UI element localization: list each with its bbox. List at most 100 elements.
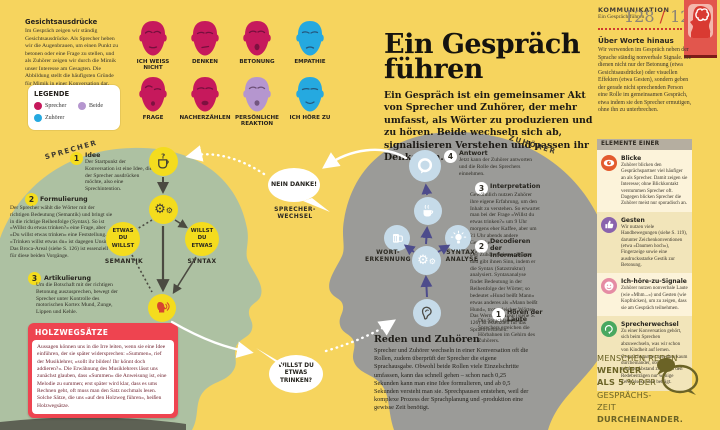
fact-block: MENSCHEN REDEN WENIGER ALS 5 % DER GESPR… — [597, 353, 684, 425]
face-icon — [190, 20, 220, 57]
thumbs-up-icon — [601, 216, 617, 233]
holzweg-box: HOLZWEGSÄTZE Aussagen können uns in die … — [28, 323, 178, 418]
listener-step-interpretation-heading: Interpretation — [490, 183, 541, 190]
listener-color-dot — [34, 114, 42, 122]
title-block: Ein Gespräch führen Ein Gespräch ist ein… — [384, 29, 596, 164]
listener-step-hoeren-body: Die Sprachlaute des Sprechers erreichen … — [478, 318, 535, 345]
beyond-words-block: Über Worte hinaus Wir verwenden im Gespr… — [598, 36, 692, 115]
element-blicke: Blicke Zuhörer blicken den Gesprächspart… — [597, 150, 692, 212]
listener-step-hoeren-heading: Hören der Laute — [507, 309, 543, 323]
legend-item-sprecher: Sprecher — [34, 102, 78, 110]
speech-bubble-icon — [417, 158, 433, 174]
listening-face-icon — [601, 278, 617, 295]
facial-expressions-heading: Gesichtsausdrücke — [25, 18, 98, 26]
face-frage: FRAGE — [127, 76, 179, 121]
face-nacherzaehlen: NACHERZÄHLEN — [179, 76, 231, 121]
chapter-tab — [684, 0, 717, 58]
breadcrumb: KOMMUNIKATION Ein Gespräch führen — [598, 6, 683, 20]
element-gesten: Gesten Wir nutzen viele Handbewegungen (… — [597, 211, 692, 274]
legend-heading: LEGENDE — [34, 90, 70, 98]
face-icon — [242, 20, 272, 57]
facial-expressions-block: Gesichtsausdrücke Im Gespräch zeigen wir… — [25, 18, 121, 88]
page-title-line1: Ein Gespräch — [384, 29, 580, 60]
face-betonung: BETONUNG — [231, 20, 283, 65]
formulation-circle: ⚙⚙ — [149, 195, 178, 224]
eye-icon — [601, 155, 617, 171]
step-badge-3: 3 — [28, 272, 41, 285]
elements-header: ELEMENTE EINER KONVERSATION — [597, 139, 692, 158]
talk-heading: Reden und Zuhören — [374, 334, 480, 345]
speaker-step-formulierung-heading: Formulierung — [40, 196, 88, 203]
step-badge-2b: 2 — [475, 240, 488, 253]
elements-panel: Blicke Zuhörer blicken den Gesprächspart… — [597, 150, 692, 391]
step-badge-3b: 3 — [475, 182, 488, 195]
element-ich-hoere-zu: Ich-höre-zu-Signale Zuhörer nutzen nonve… — [597, 273, 692, 317]
word-recognition-circle — [384, 225, 410, 251]
syntax-analysis-circle — [445, 225, 471, 251]
idea-circle: ? — [149, 147, 178, 176]
legend-label: Beide — [89, 103, 103, 109]
page-title-line2: führen — [384, 54, 483, 85]
face-icon — [138, 20, 168, 57]
red-dotted-rule — [598, 26, 682, 30]
face-icon — [295, 20, 325, 57]
facial-expressions-body: Im Gespräch zeigen wir ständig Gesichtsa… — [25, 28, 119, 87]
legend-label: Sprecher — [45, 103, 67, 109]
beyond-words-body: Wir verwenden im Gespräch neben der Spra… — [598, 47, 692, 114]
beer-mug-icon — [393, 234, 403, 243]
articulation-circle — [148, 294, 176, 322]
legend-item-zuhoerer: Zuhörer — [34, 114, 78, 122]
nein-danke-bubble: NEIN DANKE! — [268, 168, 320, 202]
face-icon — [138, 76, 168, 113]
speaker-step-artikulierung: Artikulierung Um die Botschaft mit der r… — [36, 275, 118, 316]
talk-body: Sprecher und Zuhörer wechseln in einer K… — [374, 347, 529, 412]
speaker-color-dot — [34, 102, 42, 110]
face-icon — [242, 76, 272, 113]
willst-du-bubble: WILLST DU ETWAS TRINKEN? — [269, 355, 323, 393]
cycle-arrows-icon — [601, 321, 617, 338]
holzweg-body: Aussagen können uns in die Irre leiten, … — [32, 340, 174, 414]
speaking-head-icon — [157, 302, 170, 313]
brain-head-icon — [688, 4, 713, 38]
subsection-label: Ein Gespräch führen — [598, 14, 645, 20]
semantik-label: SEMANTIK — [104, 258, 144, 265]
face-icon — [295, 76, 325, 113]
listener-head-silhouette — [329, 132, 616, 430]
step-badge-2: 2 — [25, 193, 38, 206]
sprecherwechsel-label: SPRECHER-WECHSEL — [274, 206, 316, 220]
ear-icon — [421, 306, 432, 320]
answer-circle — [409, 150, 441, 182]
listener-step-decodieren-heading: Decodieren der Information — [490, 238, 532, 259]
bottom-left-shadow — [0, 417, 186, 430]
word-recognition-label: WORT-ERKENNUNG — [365, 249, 411, 263]
listener-step-antwort: Antwort Jetzt kann der Zuhörer antworten… — [459, 150, 532, 177]
step-badge-1: 1 — [70, 152, 83, 165]
element-sprecherwechsel: Sprecherwechsel Zu einer Konversation ge… — [597, 316, 692, 391]
idea-cup-icon: ? — [158, 152, 169, 169]
speaker-step-idee: Idee Der Startpunkt der Konversation ist… — [85, 152, 153, 193]
gears-icon: ⚙⚙ — [154, 202, 173, 217]
coffee-cup-icon — [423, 204, 433, 216]
semantik-words-circle: ETWAS DU WILLST — [106, 222, 140, 256]
talk-section: Reden und Zuhören Sprecher und Zuhörer w… — [374, 334, 532, 412]
face-empathie: EMPATHIE — [284, 20, 336, 65]
syntax-analysis-label: SYNTAX-ANALYSE — [445, 249, 479, 263]
section-label: KOMMUNIKATION — [598, 6, 670, 14]
face-denken: DENKEN — [179, 20, 231, 65]
face-persoenliche-reaktion: PERSÖNLICHE REAKTION — [231, 76, 283, 128]
face-icon — [190, 76, 220, 113]
face-ich-weiss-nicht: ICH WEISS NICHT — [127, 20, 179, 72]
step-badge-4: 4 — [444, 150, 457, 163]
syntax-label: SYNTAX — [187, 258, 217, 265]
beyond-words-heading: Über Worte hinaus — [598, 36, 674, 45]
light-bulb-icon — [450, 230, 466, 243]
syntax-words-circle: WILLST DU ETWAS — [185, 222, 219, 256]
holzweg-heading: HOLZWEGSÄTZE — [35, 328, 109, 337]
svg-text:?: ? — [161, 152, 165, 160]
legend-label: Zuhörer — [45, 115, 65, 121]
speaker-step-formulierung-body: Der Sprecher wählt die Wörter mit der ri… — [10, 205, 113, 259]
interpretation-circle — [414, 197, 442, 225]
talking-bubbles-icon — [657, 358, 699, 395]
gears-icon: ⚙⚙ — [417, 253, 436, 268]
